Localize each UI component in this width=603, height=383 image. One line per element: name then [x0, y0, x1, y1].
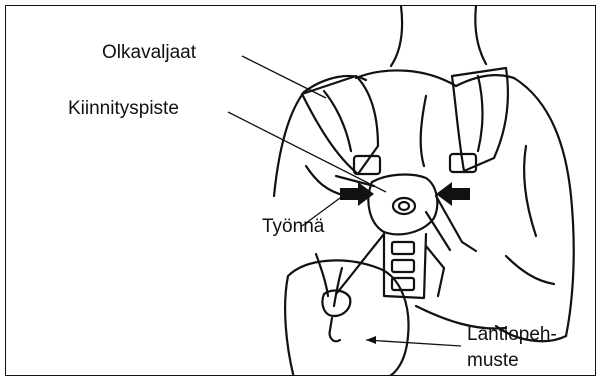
push-arrow-right: [436, 182, 470, 206]
right-side-strap: [436, 196, 476, 251]
leader-line-kiinnityspiste: [228, 112, 386, 192]
left-side-strap: [336, 176, 374, 186]
attachment-hook-inner: [399, 202, 409, 210]
leader-line-olkavaljaat: [242, 56, 326, 98]
shirt-fold: [524, 146, 536, 236]
neck-outline: [391, 6, 402, 66]
leader-arrowhead: [366, 336, 376, 344]
shirt-fold: [506, 256, 554, 284]
lower-buckle: [392, 242, 414, 254]
left-buckle: [354, 156, 380, 174]
label-shoulder-straps: Olkavaljaat: [102, 42, 196, 64]
torso-right: [514, 78, 574, 336]
lower-strap-side: [426, 246, 444, 296]
diagram-frame: Olkavaljaat Kiinnityspiste Työnnä Lantio…: [5, 5, 596, 376]
left-shoulder-strap: [302, 76, 378, 174]
right-side-strap-edge: [426, 212, 450, 250]
center-plate: [368, 175, 437, 235]
harness-illustration: [6, 6, 596, 376]
torso-left: [274, 92, 304, 196]
shirt-fold: [421, 96, 426, 166]
shaft-line: [336, 234, 384, 294]
lower-strap: [384, 234, 426, 298]
label-push: Työnnä: [262, 216, 324, 238]
lower-buckle: [392, 260, 414, 272]
collar: [356, 70, 456, 86]
leader-line-lantiopehmuste: [366, 340, 461, 346]
attachment-hook: [393, 198, 415, 214]
hook-latch: [330, 318, 340, 341]
neck-outline-right: [475, 6, 486, 64]
collar-right: [456, 75, 514, 86]
hip-pad: [285, 260, 408, 376]
left-strap-inner: [324, 91, 351, 151]
label-attachment-point: Kiinnityspiste: [68, 98, 179, 120]
label-hip-pad-line2: muste: [467, 350, 519, 372]
label-hip-pad-line1: Lantiopeh-: [467, 324, 557, 346]
right-strap-inner: [478, 76, 483, 151]
